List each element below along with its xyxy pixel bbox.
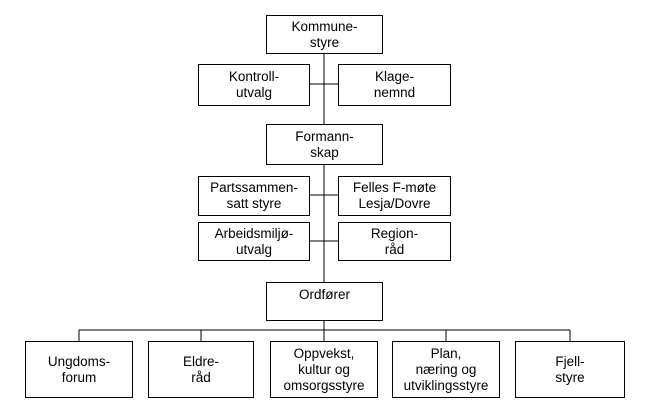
arbeidsmiljoutvalg-line-2: utvalg	[235, 241, 273, 257]
kontrollutvalg-line-2: utvalg	[235, 85, 273, 100]
arbeidsmiljoutvalg-box: Arbeidsmiljø- utvalg	[198, 222, 310, 261]
ungdomsforum-line-1: Ungdoms-	[47, 353, 111, 369]
regionrad-line-2: råd	[384, 241, 405, 257]
plan-line-2: næring og	[415, 361, 477, 377]
felles-f-mote-line-2: Lesja/Dovre	[358, 196, 431, 211]
regionrad-line-1: Region-	[370, 225, 419, 241]
kontrollutvalg-line-1: Kontroll-	[228, 69, 280, 84]
ordforer-box: Ordfører	[266, 282, 383, 321]
kommunestyre-box: Kommune- styre	[266, 15, 383, 54]
ungdomsforum-box: Ungdoms- forum	[25, 341, 133, 398]
fjellstyre-box: Fjell- styre	[515, 341, 625, 398]
oppvekst-kultur-omsorg-box: Oppvekst, kultur og omsorgsstyre	[270, 341, 378, 398]
kontrollutvalg-box: Kontroll- utvalg	[198, 64, 310, 106]
partssammensatt-line-1: Partssammen-	[210, 180, 298, 195]
formannskap-box: Formann- skap	[266, 124, 383, 165]
arbeidsmiljoutvalg-line-1: Arbeidsmiljø-	[214, 225, 294, 241]
oppvekst-line-3: omsorgsstyre	[283, 377, 365, 393]
klagenemnd-box: Klage- nemnd	[338, 64, 451, 106]
eldrerad-line-2: råd	[191, 369, 211, 385]
plan-naering-utvikling-box: Plan, næring og utviklingsstyre	[392, 341, 500, 398]
klagenemnd-line-1: Klage-	[374, 69, 415, 84]
partssammensatt-line-2: satt styre	[226, 196, 282, 211]
felles-f-mote-box: Felles F-møte Lesja/Dovre	[338, 176, 451, 216]
formannskap-line-2: skap	[310, 144, 339, 160]
felles-f-mote-line-1: Felles F-møte	[352, 180, 437, 195]
eldrerad-box: Eldre- råd	[148, 341, 254, 398]
plan-line-1: Plan,	[430, 345, 462, 361]
kommunestyre-line-2: styre	[309, 34, 340, 50]
formannskap-line-1: Formann-	[295, 128, 354, 144]
klagenemnd-line-2: nemnd	[373, 85, 416, 100]
regionrad-box: Region- råd	[338, 222, 451, 261]
ungdomsforum-line-2: forum	[61, 369, 97, 385]
partssammensatt-styre-box: Partssammen- satt styre	[198, 176, 310, 216]
kommunestyre-line-1: Kommune-	[291, 18, 358, 34]
ordforer-label: Ordfører	[298, 287, 350, 302]
plan-line-3: utviklingsstyre	[403, 377, 489, 393]
eldrerad-line-1: Eldre-	[182, 353, 219, 369]
oppvekst-line-1: Oppvekst,	[293, 345, 355, 361]
fjellstyre-line-1: Fjell-	[555, 353, 585, 369]
fjellstyre-line-2: styre	[555, 369, 585, 385]
oppvekst-line-2: kultur og	[298, 361, 350, 377]
